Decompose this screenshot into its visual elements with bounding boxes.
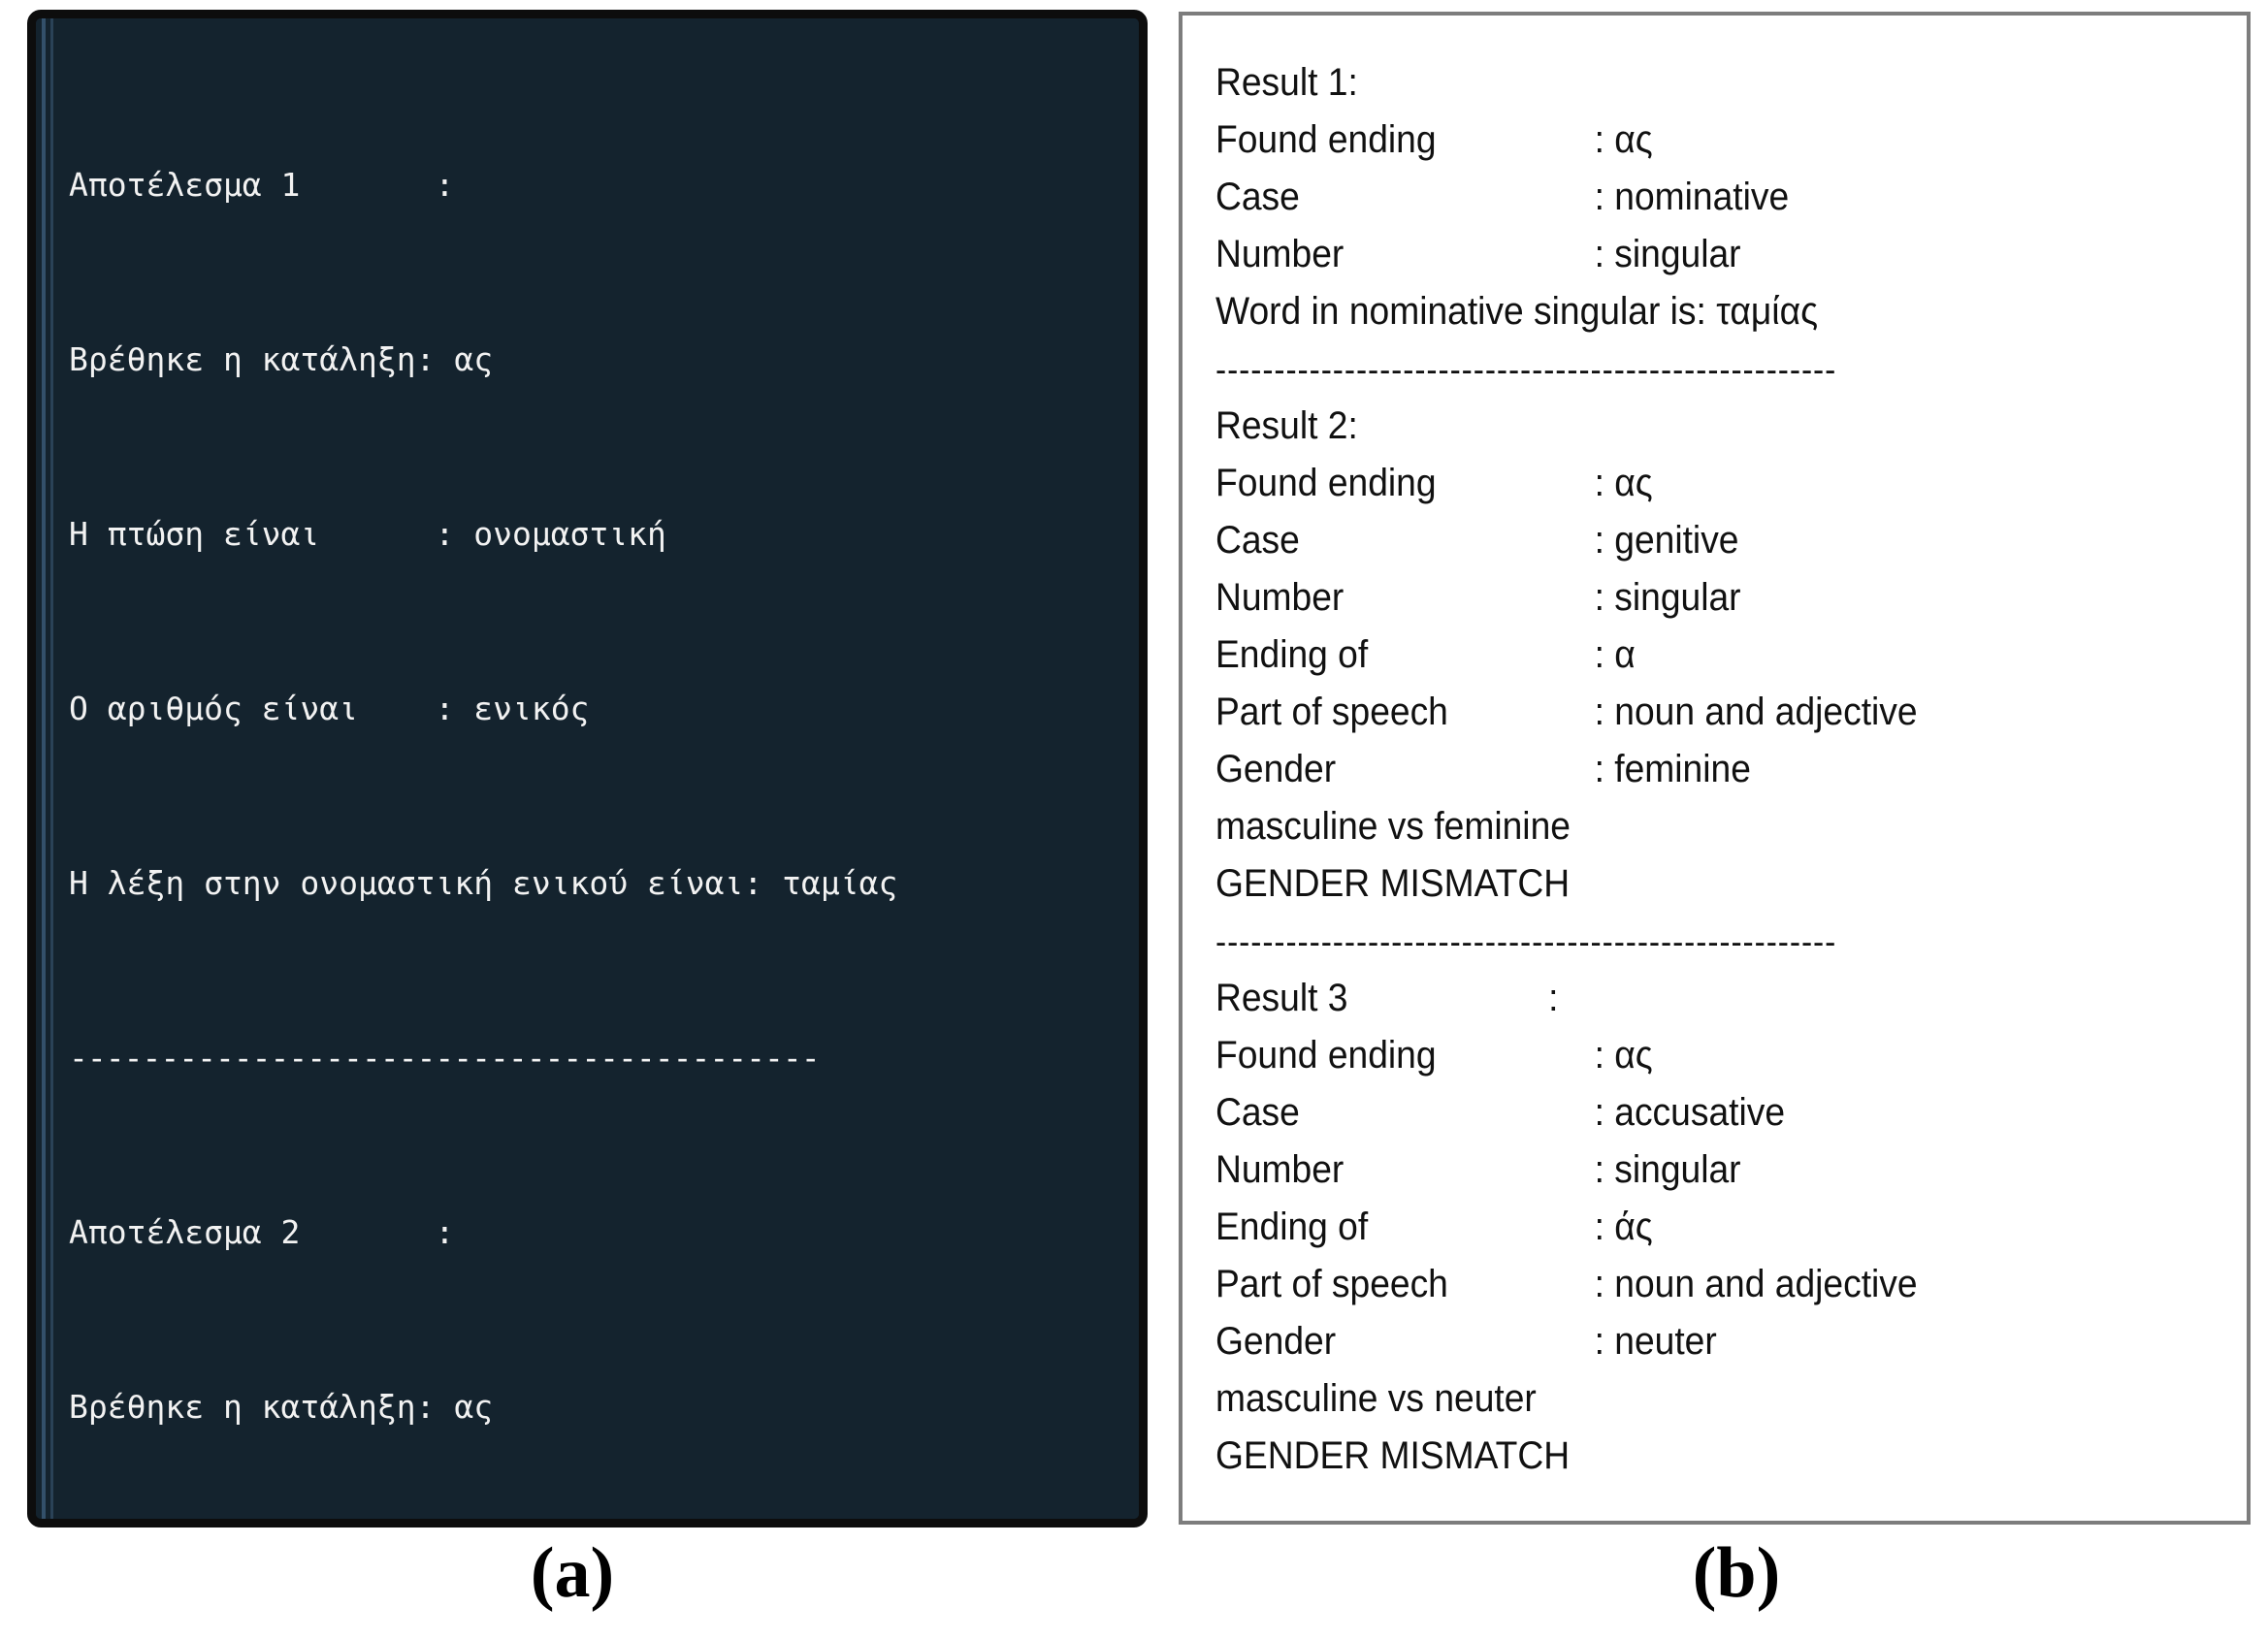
row-key: Found ending	[1215, 118, 1437, 161]
result3-row: Part of speech : noun and adjective	[1215, 1256, 2151, 1313]
caption-a: (a)	[530, 1533, 615, 1613]
result1-row: Found ending : ας	[1215, 112, 2151, 169]
result2-row: Case : genitive	[1215, 512, 2151, 569]
row-key: Ending of	[1215, 1206, 1369, 1248]
row-key: Case	[1215, 176, 1300, 218]
result3-row: Case : accusative	[1215, 1084, 2151, 1142]
row-key: Case	[1215, 519, 1300, 562]
row-value: : noun and adjective	[1594, 1263, 1918, 1305]
row-value: : singular	[1594, 576, 1741, 619]
row-value: : ας	[1594, 118, 1653, 161]
result3-comparison: masculine vs neuter	[1215, 1377, 1537, 1420]
result3-verdict: GENDER MISMATCH	[1215, 1434, 1571, 1477]
terminal-line: Αποτέλεσμα 1 :	[69, 166, 455, 204]
result2-row: Number : singular	[1215, 569, 2151, 627]
row-key: Gender	[1215, 1320, 1337, 1363]
row-value: : accusative	[1594, 1091, 1786, 1134]
row-value: : noun and adjective	[1594, 691, 1918, 733]
row-value: : ας	[1594, 462, 1653, 504]
terminal-scrollbar-inner[interactable]	[50, 18, 53, 1519]
row-value: : neuter	[1594, 1320, 1717, 1363]
terminal-line: Αποτέλεσμα 2 :	[69, 1213, 455, 1251]
terminal-scrollbar-outer[interactable]	[42, 18, 46, 1519]
result3-title: Result 3 :	[1215, 977, 1559, 1019]
result3-row: Ending of : άς	[1215, 1199, 2151, 1256]
row-key: Part of speech	[1215, 1263, 1448, 1305]
row-value: : α	[1594, 633, 1636, 676]
translation-panel: Result 1: Found ending : ας Case : nominat…	[1179, 12, 2251, 1525]
result1-row: Number : singular	[1215, 226, 2151, 283]
caption-b: (b)	[1692, 1533, 1781, 1613]
result2-title: Result 2:	[1215, 404, 1358, 447]
row-value: : nominative	[1594, 176, 1790, 218]
row-key: Gender	[1215, 748, 1337, 790]
row-key: Number	[1215, 576, 1345, 619]
result1-title: Result 1:	[1215, 61, 1358, 104]
terminal-separator: ----------------------------------------…	[69, 1039, 821, 1077]
terminal-surface: Αποτέλεσμα 1 : Βρέθηκε η κατάληξη: ας Η …	[36, 18, 1139, 1519]
row-value: : ας	[1594, 1034, 1653, 1077]
row-key: Number	[1215, 233, 1345, 275]
result2-row: Gender : feminine	[1215, 741, 2151, 798]
row-value: : singular	[1594, 233, 1741, 275]
terminal-line: Ο αριθμός είναι : ενικός	[69, 690, 590, 727]
row-key: Number	[1215, 1148, 1345, 1191]
result2-verdict: GENDER MISMATCH	[1215, 862, 1571, 905]
result2-row: Found ending : ας	[1215, 455, 2151, 512]
row-value: : feminine	[1594, 748, 1751, 790]
row-key: Found ending	[1215, 1034, 1437, 1077]
row-value: : άς	[1594, 1206, 1653, 1248]
row-key: Case	[1215, 1091, 1300, 1134]
terminal-line: Η πτώση είναι : ονομαστική	[69, 515, 666, 553]
result2-separator: ----------------------------------------…	[1215, 921, 1837, 961]
translation-text: Result 1: Found ending : ας Case : nominat…	[1215, 54, 2151, 1485]
terminal-line: Η λέξη στην ονομαστική ενικού είναι: ταμ…	[69, 864, 898, 902]
row-key: Ending of	[1215, 633, 1369, 676]
result1-separator: ----------------------------------------…	[1215, 349, 1837, 389]
row-key: Found ending	[1215, 462, 1437, 504]
result3-row: Found ending : ας	[1215, 1027, 2151, 1084]
row-value: : singular	[1594, 1148, 1741, 1191]
terminal-line: Βρέθηκε η κατάληξη: ας	[69, 1388, 494, 1426]
row-value: : genitive	[1594, 519, 1739, 562]
terminal-output-text: Αποτέλεσμα 1 : Βρέθηκε η κατάληξη: ας Η …	[69, 40, 1139, 1519]
terminal-panel: Αποτέλεσμα 1 : Βρέθηκε η κατάληξη: ας Η …	[27, 10, 1148, 1527]
result1-word-line: Word in nominative singular is: ταμίας	[1215, 290, 1819, 333]
row-key: Part of speech	[1215, 691, 1448, 733]
terminal-line: Βρέθηκε η κατάληξη: ας	[69, 340, 494, 378]
result2-row: Part of speech : noun and adjective	[1215, 684, 2151, 741]
result3-row: Number : singular	[1215, 1142, 2151, 1199]
translation-surface: Result 1: Found ending : ας Case : nominat…	[1183, 16, 2247, 1521]
result2-comparison: masculine vs feminine	[1215, 805, 1571, 848]
result1-row: Case : nominative	[1215, 169, 2151, 226]
result2-row: Ending of : α	[1215, 627, 2151, 684]
result3-row: Gender : neuter	[1215, 1313, 2151, 1370]
